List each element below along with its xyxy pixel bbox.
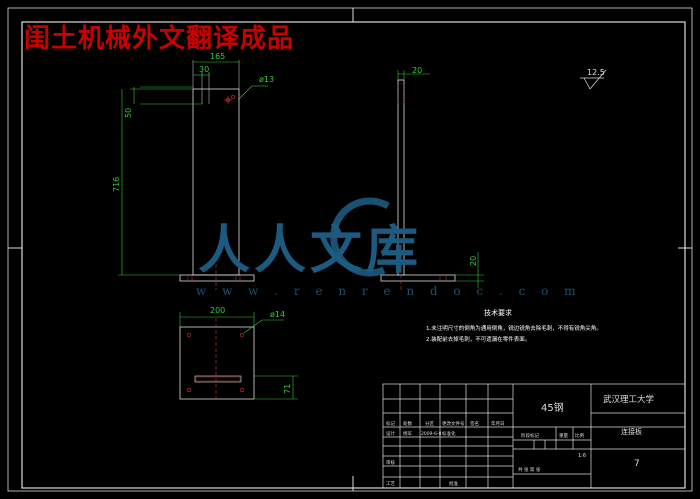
bottom-plate [179, 326, 255, 400]
tech-note-line-2: 2.装配前去掉毛刺，不可遗漏在零件表面。 [426, 337, 531, 343]
craft-label: 工艺 [386, 481, 395, 487]
designer-name: 杨军 [403, 430, 412, 437]
dim-hole-spacing: 30 [199, 65, 209, 74]
bottom-view: 200 ø14 71 [179, 306, 298, 402]
roughness-symbol [580, 69, 607, 90]
tech-notes-title: 技术要求 [484, 309, 512, 317]
side-view: 20 20 [380, 66, 484, 290]
dim-bottom-hole-dia: ø14 [270, 310, 285, 319]
col-count: 处数 [403, 420, 412, 427]
tech-notes: 1.未注明尺寸的倒角为通用倒角，锐边锐角去除毛刺，不得有锐角尖角。 2.装配前去… [426, 324, 602, 346]
roughness-value: 12.5 [587, 68, 605, 77]
drawing-number: 7 [634, 459, 640, 469]
dim-front-width: 165 [210, 52, 225, 61]
review-label: 审核 [386, 459, 395, 466]
sheet-text: 共 张 第 张 [518, 466, 541, 473]
school-name: 武汉理工大学 [603, 394, 655, 405]
front-base [179, 274, 255, 282]
scale-label: 比例 [575, 432, 584, 439]
material: 45钢 [541, 401, 564, 414]
watermark-logo-mark [330, 197, 390, 277]
col-change-no: 更改文件号 [442, 420, 465, 427]
dim-bottom-height: 71 [283, 384, 292, 394]
standard-label: 标准化 [442, 430, 456, 437]
col-mark: 标记 [386, 420, 395, 427]
dim-front-height: 716 [112, 177, 121, 192]
dim-front-hole-dia: ø13 [259, 75, 274, 84]
stage-label: 阶段标记 [521, 432, 539, 439]
side-base [380, 274, 456, 282]
center-marks [8, 8, 692, 491]
dim-top-offset: 50 [124, 108, 133, 118]
date-value: 2009-6-8 [421, 431, 442, 437]
design-label: 设计 [386, 430, 395, 437]
col-date: 年月日 [491, 420, 505, 427]
col-sign: 签名 [470, 420, 479, 427]
tech-note-line-1: 1.未注明尺寸的倒角为通用倒角，锐边锐角去除毛刺，不得有锐角尖角。 [426, 326, 602, 332]
approve-label: 批准 [449, 480, 458, 487]
title-block [382, 383, 686, 489]
weight-label: 重量 [559, 432, 568, 439]
outer-border [7, 7, 693, 492]
watermark-logo-text: 人人文库 [198, 221, 423, 281]
dim-side-thickness: 20 [412, 66, 422, 75]
col-zone: 分区 [425, 420, 434, 427]
front-view: 165 30 50 716 ø13 [112, 52, 274, 290]
watermark-title: 闺土机械外文翻译成品 [24, 24, 295, 54]
scale-value: 1:6 [578, 453, 586, 459]
dim-bottom-width: 200 [210, 306, 225, 315]
part-name: 连接板 [621, 427, 642, 436]
watermark-url: w w w . r e n r e n d o c . c o m [196, 284, 582, 298]
dim-side-base-height: 20 [469, 256, 478, 266]
